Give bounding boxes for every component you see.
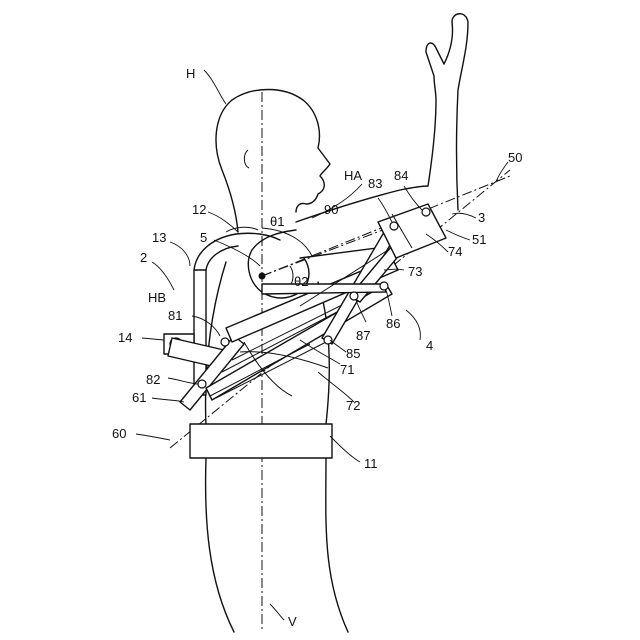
label-theta1: θ1 bbox=[270, 214, 284, 229]
label-4: 4 bbox=[426, 338, 433, 353]
label-84: 84 bbox=[394, 168, 408, 183]
angle-arc-theta1 bbox=[262, 228, 312, 256]
pin-84 bbox=[422, 208, 430, 216]
angle-arc-theta2 bbox=[290, 266, 293, 286]
label-theta2: θ2 bbox=[294, 274, 308, 289]
label-12: 12 bbox=[192, 202, 206, 217]
label-14: 14 bbox=[118, 330, 132, 345]
pin-83 bbox=[390, 222, 398, 230]
pin-85 bbox=[324, 336, 332, 344]
pin-81 bbox=[221, 338, 229, 346]
label-2: 2 bbox=[140, 250, 147, 265]
waist-belt-11 bbox=[190, 424, 332, 458]
link-73 bbox=[262, 284, 386, 294]
label-H: H bbox=[186, 66, 195, 81]
label-85: 85 bbox=[346, 346, 360, 361]
label-3: 3 bbox=[478, 210, 485, 225]
pin-87 bbox=[350, 292, 358, 300]
label-86: 86 bbox=[386, 316, 400, 331]
label-81: 81 bbox=[168, 308, 182, 323]
label-HA: HA bbox=[344, 168, 362, 183]
label-V: V bbox=[288, 614, 297, 629]
label-60: 60 bbox=[112, 426, 126, 441]
label-61: 61 bbox=[132, 390, 146, 405]
label-HB: HB bbox=[148, 290, 166, 305]
label-82: 82 bbox=[146, 372, 160, 387]
label-90: 90 bbox=[324, 202, 338, 217]
label-74: 74 bbox=[448, 244, 462, 259]
label-87: 87 bbox=[356, 328, 370, 343]
label-73: 73 bbox=[408, 264, 422, 279]
label-50: 50 bbox=[508, 150, 522, 165]
label-72: 72 bbox=[346, 398, 360, 413]
label-13: 13 bbox=[152, 230, 166, 245]
label-5: 5 bbox=[200, 230, 207, 245]
label-11: 11 bbox=[364, 456, 378, 471]
label-83: 83 bbox=[368, 176, 382, 191]
label-51: 51 bbox=[472, 232, 486, 247]
label-71: 71 bbox=[340, 362, 354, 377]
pin-82 bbox=[198, 380, 206, 388]
pin-86 bbox=[380, 282, 388, 290]
shoulder-center-point bbox=[259, 273, 266, 280]
